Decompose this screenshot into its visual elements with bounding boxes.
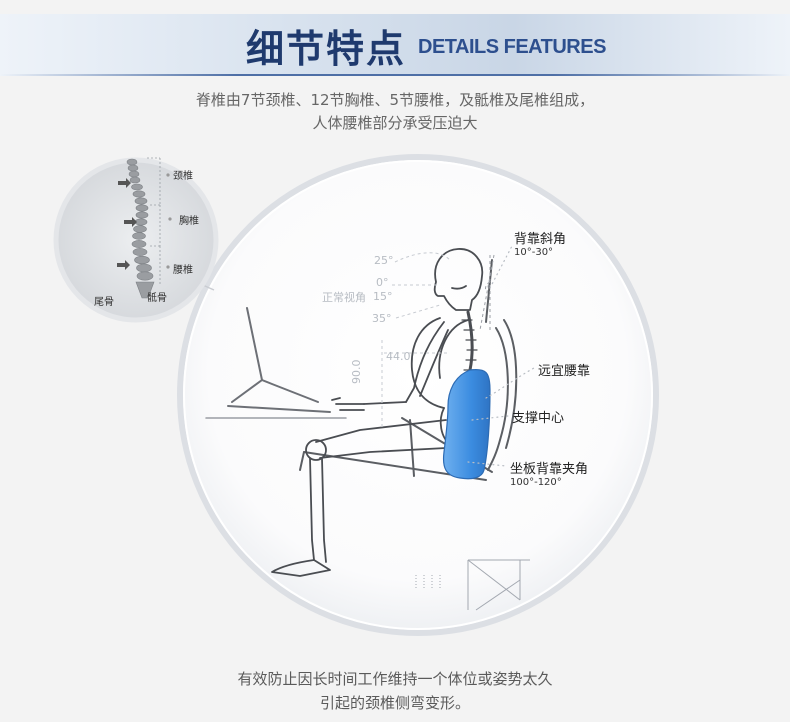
label-backrest-tilt: 背靠斜角	[514, 232, 567, 247]
mark-0: 0°	[376, 276, 389, 289]
intro-line-1: 脊椎由7节颈椎、12节胸椎、5节腰椎，及骶椎及尾椎组成，	[195, 91, 595, 109]
arrow-icon	[118, 178, 131, 188]
spine-label-cervical: 颈椎	[173, 171, 193, 182]
mark-44: 44.0	[386, 350, 411, 363]
mark-25: 25°	[374, 254, 394, 267]
title-en: DETAILS FEATURES	[418, 36, 606, 58]
label-backrest-tilt-range: 10°-30°	[514, 247, 554, 258]
desk-laptop	[205, 307, 347, 419]
label-lumbar-support: 远宜腰靠	[538, 364, 591, 379]
view-angle-guides	[381, 252, 451, 430]
spine-label-sacrum: 骶骨	[147, 293, 167, 304]
header-banner	[0, 14, 790, 76]
header-underline	[0, 74, 790, 76]
arrow-icon	[124, 217, 137, 227]
title-cn: 细节特点	[246, 27, 407, 71]
footer-line-1: 有效防止因长时间工作维持一个体位或姿势太久	[237, 670, 553, 688]
arrow-icon	[117, 260, 130, 270]
footer-line-2: 引起的颈椎侧弯变形。	[319, 694, 470, 712]
main-circle	[177, 154, 659, 636]
math-sketch	[415, 559, 530, 611]
lumbar-cushion	[442, 368, 491, 480]
mark-15: 15°	[373, 290, 393, 303]
spine-icon	[126, 158, 155, 299]
label-support-center: 支撑中心	[512, 411, 565, 426]
spine-label-coccyx: 尾骨	[94, 297, 114, 308]
mark-35: 35°	[372, 312, 392, 325]
spine-label-lumbar: 腰椎	[173, 265, 193, 276]
mark-90: 90.0	[350, 359, 363, 385]
spine-inset	[53, 157, 219, 323]
label-seat-back-angle-range: 100°-120°	[510, 477, 562, 488]
label-seat-back-angle: 坐板背靠夹角	[510, 462, 589, 477]
spine-label-thoracic: 胸椎	[179, 216, 199, 227]
mark-view-angle: 正常视角	[322, 291, 366, 304]
intro-line-2: 人体腰椎部分承受压迫大	[312, 114, 478, 132]
angle-guide	[479, 254, 495, 331]
leader-lines	[467, 245, 535, 467]
